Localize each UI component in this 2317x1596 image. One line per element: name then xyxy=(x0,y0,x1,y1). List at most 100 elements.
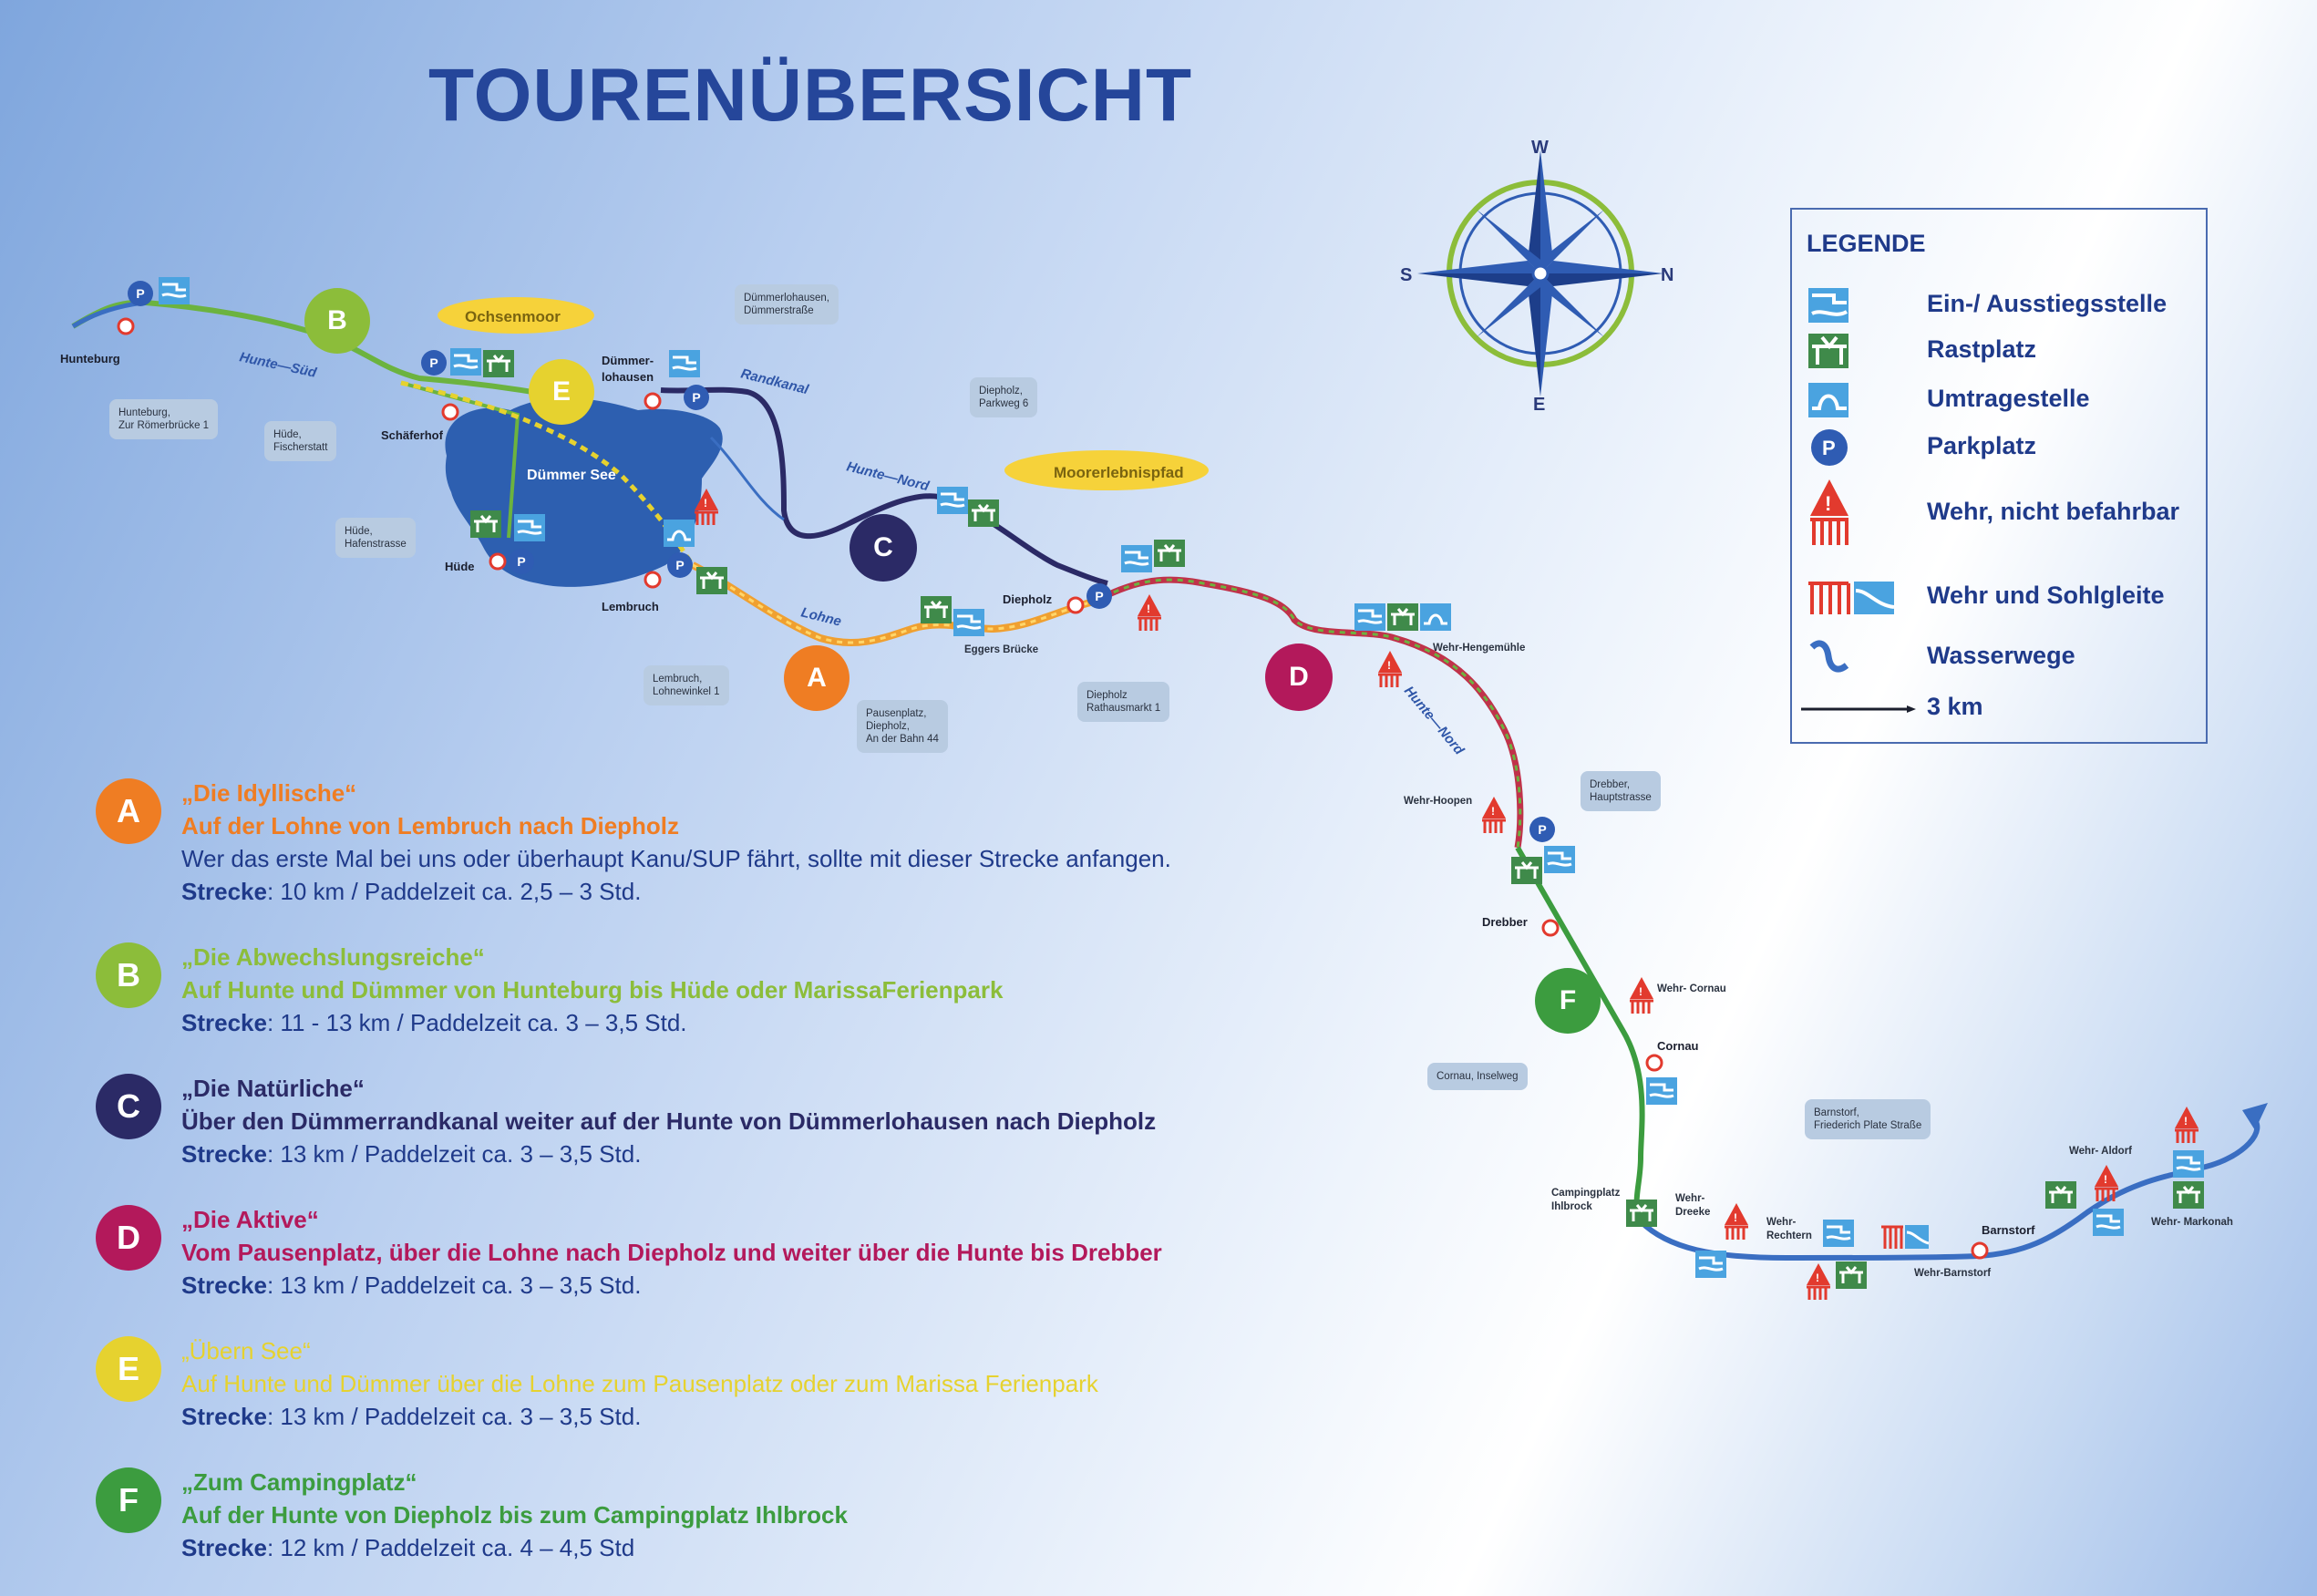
tour-distance: Strecke: 13 km / Paddelzeit ca. 3 – 3,5 … xyxy=(181,1269,1162,1302)
place-lembruch: Lembruch xyxy=(602,600,659,613)
tour-badge-c: C xyxy=(96,1074,161,1139)
tour-route: Vom Pausenplatz, über die Lohne nach Die… xyxy=(181,1239,1162,1266)
callout-diepholz-parkweg: Diepholz, Parkweg 6 xyxy=(970,377,1038,417)
place-drebber: Drebber xyxy=(1482,915,1528,929)
route-marker-c: C xyxy=(850,514,917,582)
weir-impassable-icon: ! xyxy=(2095,1165,2118,1201)
place-dot-duemmerlohausen xyxy=(644,392,662,410)
place-hunteburg: Hunteburg xyxy=(60,352,120,366)
route-e xyxy=(400,380,695,567)
tour-name: „Zum Campingplatz“ xyxy=(181,1468,417,1496)
place-schaeferhof: Schäferhof xyxy=(381,428,444,442)
river-hunte-nord-2: Hunte—Nord xyxy=(1401,684,1467,758)
place-wehr-barnstorf: Wehr-Barnstorf xyxy=(1914,1268,1991,1279)
entry-exit-icon xyxy=(1544,846,1575,873)
svg-text:!: ! xyxy=(1387,659,1391,672)
legend-item: Rastplatz xyxy=(1792,328,2209,374)
callout-hunteburg: Hunteburg, Zur Römerbrücke 1 xyxy=(109,399,219,439)
tour-route: Auf der Lohne von Lembruch nach Diepholz xyxy=(181,812,680,839)
page-title: TOURENÜBERSICHT xyxy=(428,54,1193,137)
rest-area-icon xyxy=(1626,1200,1657,1227)
weir-impassable-icon: ! xyxy=(2175,1107,2199,1143)
place-diepholz: Diepholz xyxy=(1003,592,1053,606)
hunte-sued-start xyxy=(71,301,138,329)
entry-exit-icon xyxy=(953,609,984,636)
tour-route: Auf Hunte und Dümmer von Hunteburg bis H… xyxy=(181,976,1004,1004)
tour-distance: Strecke: 11 - 13 km / Paddelzeit ca. 3 –… xyxy=(181,1006,1003,1039)
entry-exit-icon xyxy=(669,350,700,377)
tour-name: „Die Aktive“ xyxy=(181,1206,319,1233)
river-blue-c xyxy=(709,436,785,521)
parking-icon: P xyxy=(1086,583,1112,609)
svg-text:!: ! xyxy=(1816,1272,1819,1284)
callout-cornau: Cornau, Inselweg xyxy=(1427,1063,1528,1090)
river-hunte-nord-1: Hunte—Nord xyxy=(845,458,932,494)
route-c xyxy=(660,386,1108,586)
place-wehr-markonah: Wehr- Markonah xyxy=(2151,1217,2233,1228)
place-huede: Hüde xyxy=(445,560,475,573)
compass-s: S xyxy=(1400,265,1412,285)
legend-item: Wasserwege xyxy=(1792,634,2209,680)
rest-area-icon xyxy=(1808,334,1848,368)
weir-ramp-icon xyxy=(1808,582,1895,614)
tour-route: Auf Hunte und Dümmer über die Lohne zum … xyxy=(181,1370,1098,1397)
entry-exit-icon xyxy=(450,348,481,376)
distance-label: Strecke xyxy=(181,1009,267,1036)
place-wehr-dreeke: Wehr-Dreeke xyxy=(1675,1193,1710,1218)
place-duemmerlohausen: Dümmer-lohausen xyxy=(602,354,654,384)
lake-label: Dümmer See xyxy=(527,468,616,483)
tour-distance: Strecke: 13 km / Paddelzeit ca. 3 – 3,5 … xyxy=(181,1400,1098,1433)
svg-text:!: ! xyxy=(704,497,707,510)
tour-badge-d: D xyxy=(96,1205,161,1271)
route-f xyxy=(1515,846,1645,1223)
entry-exit-icon xyxy=(1823,1220,1854,1247)
hunte-blue-end xyxy=(1638,1114,2260,1261)
tour-f: F „Zum Campingplatz“ Auf der Hunte von D… xyxy=(96,1466,1372,1566)
compass-w: W xyxy=(1531,138,1549,158)
entry-exit-icon xyxy=(1695,1251,1726,1278)
compass-n: N xyxy=(1661,265,1673,285)
weir-impassable-icon: ! xyxy=(1807,1263,1830,1300)
rest-area-icon xyxy=(968,499,999,527)
legend-item: P Parkplatz xyxy=(1792,425,2209,470)
tour-badge-a: A xyxy=(96,778,161,844)
portage-icon xyxy=(1808,383,1848,417)
distance-value: : 13 km / Paddelzeit ca. 3 – 3,5 Std. xyxy=(266,1140,642,1168)
tour-badge-e: E xyxy=(96,1336,161,1402)
tour-distance: Strecke: 13 km / Paddelzeit ca. 3 – 3,5 … xyxy=(181,1138,1156,1170)
route-marker-a: A xyxy=(784,645,850,711)
river-hunte-sued: Hunte—Süd xyxy=(238,349,318,381)
weir-impassable-icon: ! xyxy=(1482,797,1506,833)
parking-icon: P xyxy=(667,552,693,578)
place-dot-huede xyxy=(489,552,507,571)
route-marker-d: D xyxy=(1265,644,1333,711)
callout-lembruch: Lembruch, Lohnewinkel 1 xyxy=(644,665,729,705)
place-dot-barnstorf xyxy=(1971,1241,1989,1260)
place-barnstorf: Barnstorf xyxy=(1982,1223,2035,1237)
legend-item: Umtragestelle xyxy=(1792,377,2209,423)
scale-bar-icon xyxy=(1801,705,1916,713)
svg-text:!: ! xyxy=(1734,1211,1737,1224)
entry-exit-icon xyxy=(1354,603,1385,631)
distance-label: Strecke xyxy=(181,1272,267,1299)
route-marker-f: F xyxy=(1535,968,1601,1034)
distance-value: : 13 km / Paddelzeit ca. 3 – 3,5 Std. xyxy=(266,1272,642,1299)
parking-icon: P xyxy=(1529,817,1555,842)
legend-item: ! Wehr, nicht befahrbar xyxy=(1792,476,2209,549)
parking-icon: P xyxy=(684,385,709,410)
legend-label: Ein-/ Ausstiegsstelle xyxy=(1927,290,2168,317)
legend-item: Wehr und Sohlgleite xyxy=(1792,574,2209,620)
entry-exit-icon xyxy=(937,487,968,514)
distance-label: Strecke xyxy=(181,1140,267,1168)
route-marker-b: B xyxy=(304,288,370,354)
place-wehr-aldorf: Wehr- Aldorf xyxy=(2069,1146,2132,1157)
rest-area-icon xyxy=(2173,1181,2204,1209)
entry-exit-icon xyxy=(1808,288,1848,323)
bubble-ochsenmoor xyxy=(438,297,594,334)
portage-icon xyxy=(1420,603,1451,631)
legend-label: Wasserwege xyxy=(1927,642,2075,669)
callout-huede-hafen: Hüde, Hafenstrasse xyxy=(335,518,416,558)
svg-text:!: ! xyxy=(2184,1115,2188,1127)
